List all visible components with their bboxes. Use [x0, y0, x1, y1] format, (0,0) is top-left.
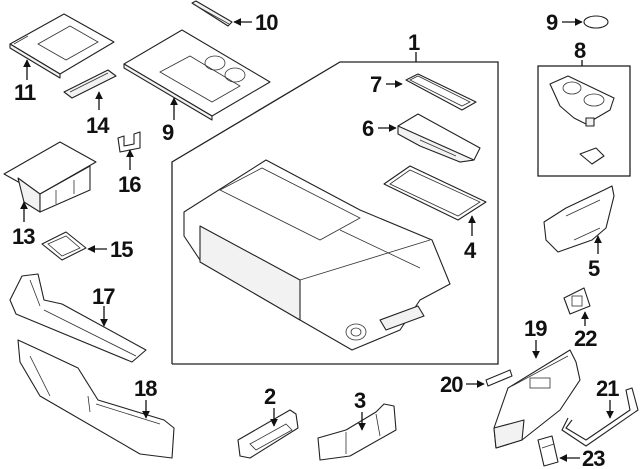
callout-12[interactable]: 11 — [14, 80, 37, 105]
callout-14[interactable]: 14 — [86, 113, 111, 138]
callout-22[interactable]: 22 — [574, 326, 598, 351]
callout-7[interactable]: 7 — [370, 72, 383, 97]
part-2-bracket-left[interactable] — [237, 409, 299, 459]
callout-23[interactable]: 23 — [582, 446, 606, 469]
part-16-clip[interactable] — [117, 131, 141, 153]
part-10-top-panel[interactable] — [123, 29, 271, 121]
callout-11[interactable]: 10 — [255, 10, 279, 35]
callout-6[interactable]: 6 — [362, 116, 375, 141]
part-17-side-trim-upper[interactable] — [9, 273, 147, 363]
callout-9[interactable]: 9 — [546, 10, 559, 35]
part-6-storage-tray[interactable] — [397, 113, 481, 163]
callout-15[interactable]: 15 — [110, 237, 134, 262]
part-3-bracket-right[interactable] — [317, 403, 397, 461]
part-4-mat-lower[interactable] — [383, 165, 487, 221]
part-12-lid-panel[interactable] — [9, 13, 115, 79]
group-box-8 — [537, 65, 631, 177]
part-14-small-trim[interactable] — [63, 69, 117, 99]
part-9-cup-holder-ring[interactable] — [583, 15, 609, 29]
callout-4[interactable]: 4 — [464, 238, 478, 263]
part-21-handle-trim[interactable] — [561, 387, 639, 447]
part-22-outlet[interactable] — [563, 287, 591, 315]
part-19-rear-panel[interactable] — [493, 349, 581, 449]
group-box-1 — [171, 61, 499, 365]
callout-21[interactable]: 21 — [596, 376, 620, 401]
part-23-switch[interactable] — [537, 435, 559, 467]
callout-18[interactable]: 18 — [134, 376, 158, 401]
callout-5[interactable]: 5 — [588, 256, 601, 281]
callout-20[interactable]: 20 — [440, 372, 464, 397]
part-13-storage-bin[interactable] — [3, 141, 97, 213]
callout-8[interactable]: 8 — [574, 38, 587, 63]
callout-10[interactable]: 9 — [162, 120, 175, 145]
part-1-console-body[interactable] — [183, 159, 451, 351]
part-5-side-bracket[interactable] — [543, 185, 615, 253]
part-7-mat-upper[interactable] — [405, 73, 477, 111]
part-15-insert-plate[interactable] — [41, 231, 87, 261]
part-18-side-panel-lower[interactable] — [17, 339, 175, 459]
callout-2[interactable]: 2 — [264, 384, 277, 409]
callout-1[interactable]: 1 — [408, 30, 421, 55]
part-11-trim-strip[interactable] — [191, 0, 233, 27]
callout-19[interactable]: 19 — [524, 316, 548, 341]
callout-16[interactable]: 16 — [118, 172, 142, 197]
callout-13[interactable]: 13 — [12, 224, 36, 249]
callout-3[interactable]: 3 — [354, 388, 367, 413]
part-8-cup-holder-assembly[interactable] — [549, 75, 615, 165]
callout-17[interactable]: 17 — [92, 284, 116, 309]
part-20-rear-trim-strip[interactable] — [485, 369, 513, 387]
